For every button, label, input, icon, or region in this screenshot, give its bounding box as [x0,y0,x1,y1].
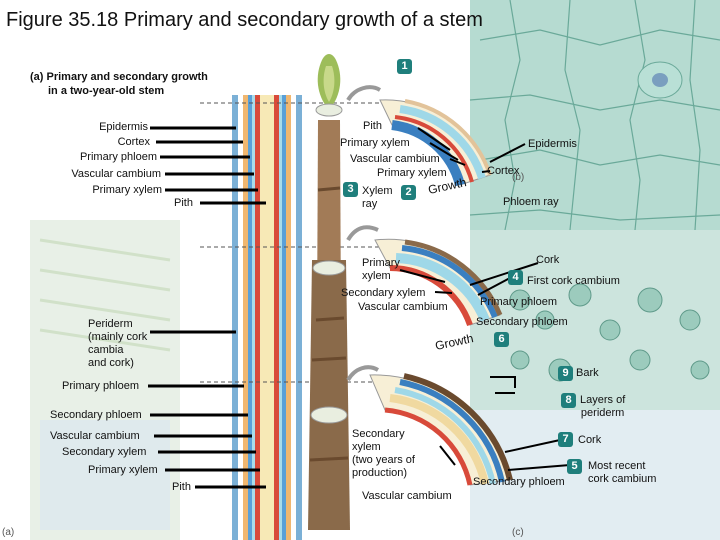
cell-grid-top [469,0,720,231]
label-cork: Cork [536,254,560,266]
sec-xylem-line1: Secondary [352,428,405,440]
label-cortex: Cortex [117,136,150,148]
primary-xylem-c-line1: Primary [362,257,400,269]
step-badge-4: 4 [508,270,523,285]
step-badge-2: 2 [401,185,416,200]
sec-xylem-line4: production) [352,467,408,479]
label-pith-2: Pith [172,481,191,493]
label-primary-xylem-center: Primary xylem [340,137,410,149]
step-badge-9: 9 [558,366,573,381]
layers-line1: Layers of [580,394,626,406]
label-primary-phloem-right: Primary phloem [480,296,558,308]
label-epidermis-right: Epidermis [528,138,577,150]
panel-letter-a: (a) [2,527,15,538]
step-badge-5: 5 [567,459,582,474]
figure-title: Figure 35.18 Primary and secondary growt… [6,9,483,31]
label-secondary-xylem-2yr: Secondary xylem (two years of production… [352,428,415,480]
label-pith: Pith [174,197,193,209]
growth-arrows [346,85,382,382]
label-vascular-cambium-d: Vascular cambium [362,490,452,502]
label-first-cork-cambium: First cork cambium [527,275,620,287]
label-primary-xylem: Primary xylem [92,184,162,196]
label-phloem-ray: Phloem ray [503,196,559,208]
label-most-recent-cork-cambium: Most recent cork cambium [588,460,656,486]
periderm-line1: Periderm [88,318,133,330]
primary-xylem-c-line2: xylem [362,270,391,282]
label-secondary-phloem: Secondary phloem [50,409,142,421]
step-badge-1: 1 [397,59,412,74]
label-primary-xylem-b: Primary xylem [377,167,447,179]
label-primary-phloem: Primary phloem [79,151,157,163]
label-epidermis: Epidermis [99,121,148,133]
xylem-ray-line2: ray [362,198,378,210]
xylem-ray-line1: Xylem [362,185,393,197]
label-primary-phloem-2: Primary phloem [62,380,140,392]
step-badge-8: 8 [561,393,576,408]
label-bark: Bark [576,367,599,379]
label-secondary-phloem-2: Secondary phloem [473,476,565,488]
periderm-line2: (mainly cork [88,331,148,343]
sec-xylem-line2: xylem [352,441,381,453]
micrograph-top [470,0,720,230]
periderm-line4: and cork) [88,357,134,369]
label-secondary-xylem-center: Secondary xylem [341,287,426,299]
label-secondary-phloem-right: Secondary phloem [476,316,568,328]
label-vascular-cambium-2: Vascular cambium [50,430,140,442]
leader-lines-right [399,127,571,471]
label-cortex-right: Cortex [487,165,520,177]
label-vascular-cambium-center: Vascular cambium [350,153,440,165]
stem-illustration [308,54,350,530]
label-periderm: Periderm (mainly cork cambia and cork) [88,318,147,370]
subtitle-line1: (a) Primary and secondary growth [30,71,208,83]
label-pith-center: Pith [363,120,382,132]
step-badge-7: 7 [558,432,573,447]
label-xylem-ray: Xylem ray [362,185,393,211]
label-primary-xylem-2: Primary xylem [88,464,158,476]
step-badge-3: 3 [343,182,358,197]
subtitle: (a) Primary and secondary growth in a tw… [30,70,208,98]
label-secondary-xylem: Secondary xylem [62,446,147,458]
label-vascular-cambium: Vascular cambium [71,168,161,180]
cells-bottom [509,283,710,382]
label-layers-of-periderm: Layers of periderm [580,394,625,420]
layers-line2: periderm [580,407,625,419]
wedge-3 [369,373,513,486]
most-recent-line2: cork cambium [588,473,657,485]
panel-letter-c: (c) [512,527,524,538]
leader-lines [148,126,266,489]
wedge-2 [374,238,503,327]
subtitle-line2: in a two-year-old stem [48,85,165,97]
step-badge-6: 6 [494,332,509,347]
label-cork-2: Cork [578,434,602,446]
panel-letter-b: (b) [512,172,525,183]
label-vascular-cambium-c: Vascular cambium [358,301,448,313]
micrograph-bottom [470,230,720,410]
label-primary-xylem-c: Primary xylem [362,257,400,283]
periderm-line3: cambia [88,344,124,356]
longitudinal-section [200,95,380,540]
most-recent-line1: Most recent [588,460,646,472]
sec-xylem-line3: (two years of [352,454,415,466]
